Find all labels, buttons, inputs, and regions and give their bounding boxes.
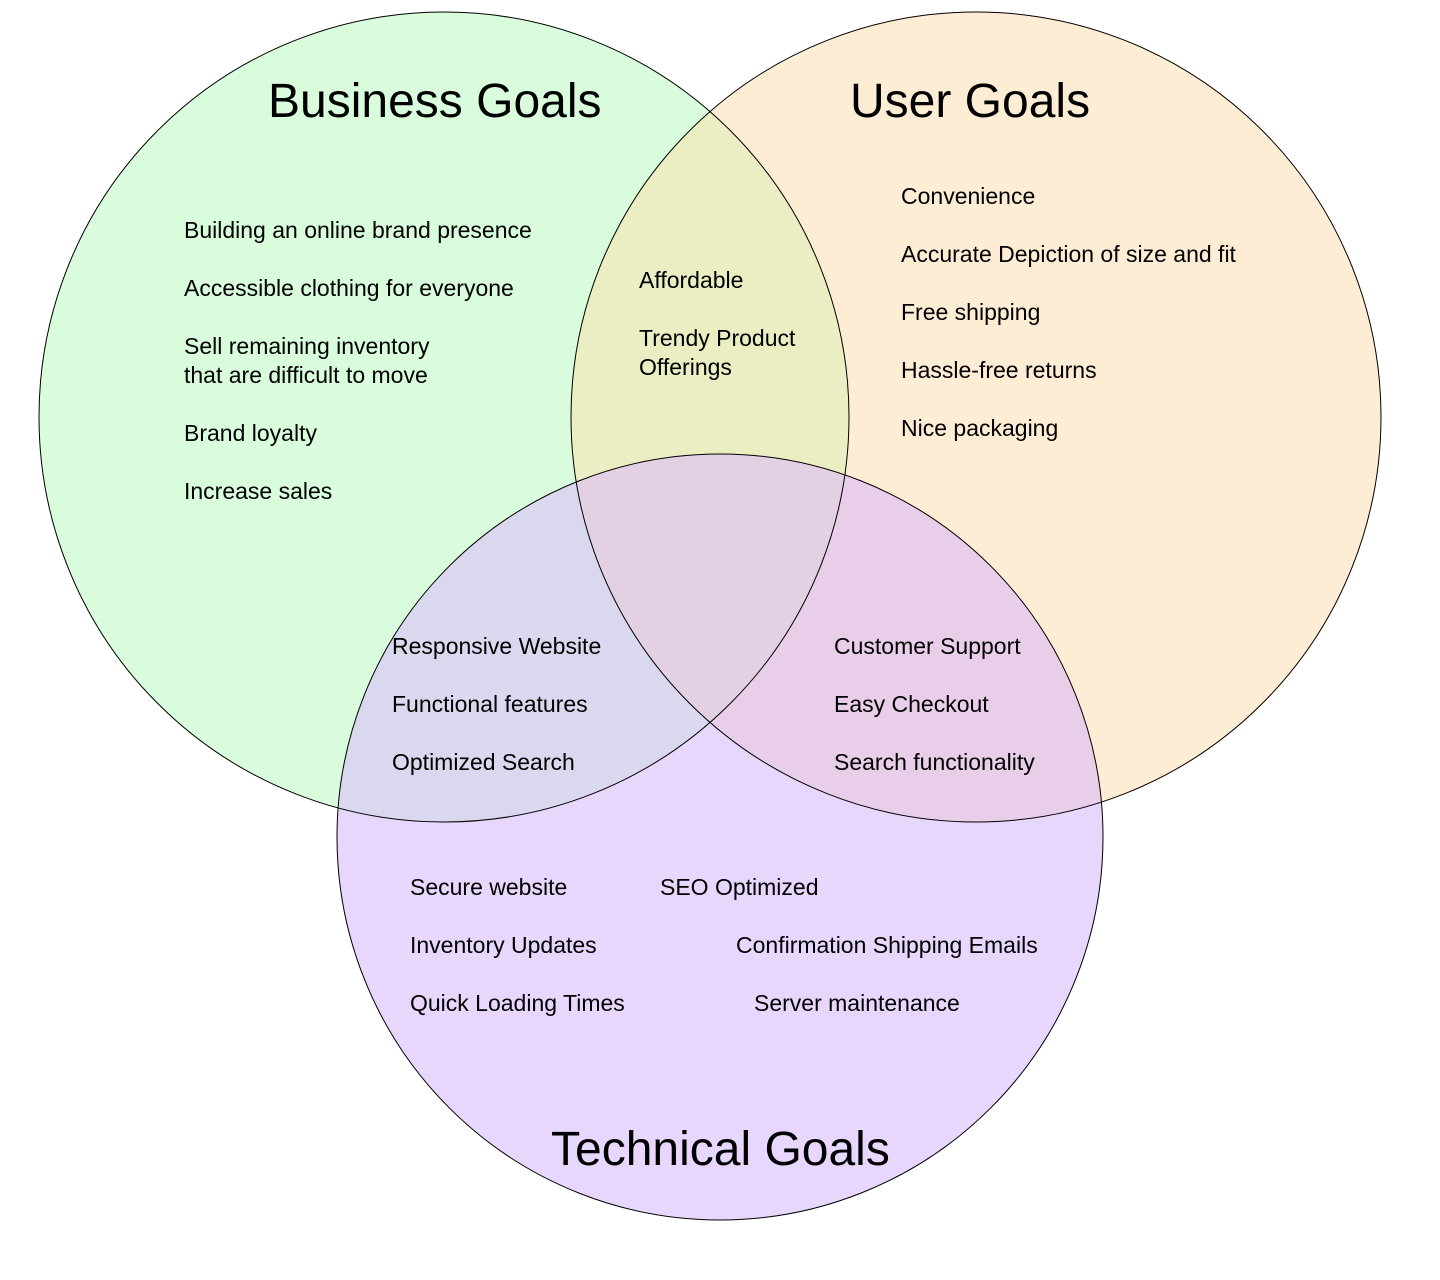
technical-circle-outline: [336, 453, 1104, 1221]
business-user-list: Affordable Trendy Product Offerings: [639, 266, 795, 382]
list-item: Trendy Product Offerings: [639, 325, 796, 380]
list-item: Inventory Updates: [410, 932, 597, 958]
list-item: SEO Optimized: [660, 874, 819, 900]
business-technical-list: Responsive Website Functional features O…: [392, 632, 601, 777]
business-technical-overlap: [337, 454, 849, 822]
list-item: Customer Support: [834, 633, 1021, 659]
list-item: Hassle-free returns: [901, 357, 1097, 383]
list-item: Responsive Website: [392, 633, 602, 659]
list-item: Building an online brand presence: [184, 217, 532, 243]
user-only-list: Convenience Accurate Depiction of size a…: [901, 182, 1236, 443]
list-item: Secure website: [410, 874, 568, 900]
list-item: Quick Loading Times: [410, 990, 625, 1016]
list-item: Increase sales: [184, 478, 333, 504]
user-technical-list: Customer Support Easy Checkout Search fu…: [834, 632, 1035, 777]
list-item: Sell remaining inventory that are diffic…: [184, 333, 430, 388]
list-item: Search functionality: [834, 749, 1035, 775]
list-item: Affordable: [639, 267, 744, 293]
user-circle-outline: [570, 11, 1382, 823]
list-item: Free shipping: [901, 299, 1041, 325]
list-item: Easy Checkout: [834, 691, 989, 717]
list-item: Nice packaging: [901, 415, 1059, 441]
list-item: Brand loyalty: [184, 420, 317, 446]
technical-goals-title: Technical Goals: [551, 1123, 890, 1176]
list-item: Convenience: [901, 183, 1036, 209]
user-goals-title: User Goals: [850, 75, 1091, 128]
user-technical-overlap: [571, 454, 1103, 822]
list-item: Optimized Search: [392, 749, 575, 775]
list-item: Server maintenance: [754, 990, 960, 1016]
business-circle-outline: [38, 11, 850, 823]
list-item: Functional features: [392, 691, 588, 717]
list-item: Confirmation Shipping Emails: [736, 932, 1038, 958]
list-item: Accessible clothing for everyone: [184, 275, 514, 301]
business-goals-title: Business Goals: [268, 75, 602, 128]
list-item: Accurate Depiction of size and fit: [901, 241, 1236, 267]
business-only-list: Building an online brand presence Access…: [184, 216, 532, 506]
